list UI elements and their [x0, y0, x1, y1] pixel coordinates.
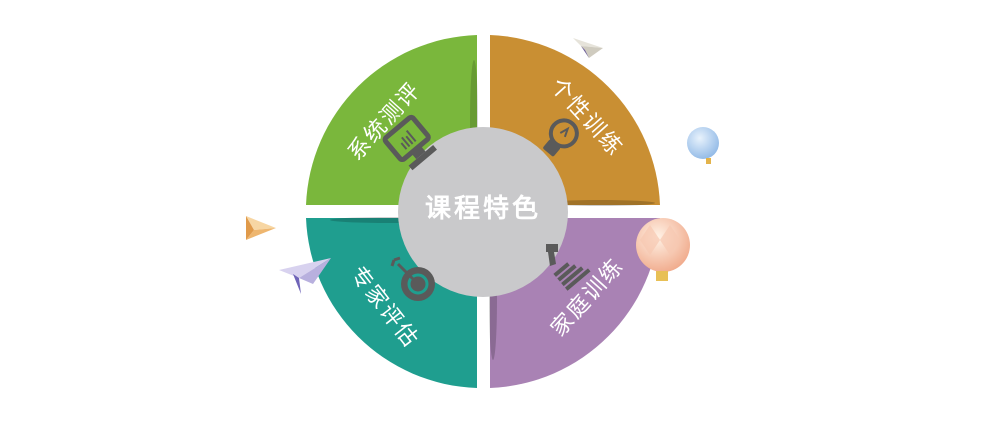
paper-plane-top-icon: [573, 38, 603, 58]
paper-plane-purple-icon: [279, 258, 331, 294]
center-title: 课程特色: [424, 194, 541, 224]
monitor-chart-icon: [382, 114, 437, 171]
center-circle: [398, 127, 568, 297]
balloon-peach-icon: [636, 218, 690, 281]
paper-plane-orange-icon: [246, 216, 276, 240]
balloon-blue-icon: [687, 127, 719, 164]
target-dart-icon: [390, 256, 435, 301]
lightbulb-icon: [543, 118, 579, 157]
hand-stack-icon: [546, 244, 591, 291]
